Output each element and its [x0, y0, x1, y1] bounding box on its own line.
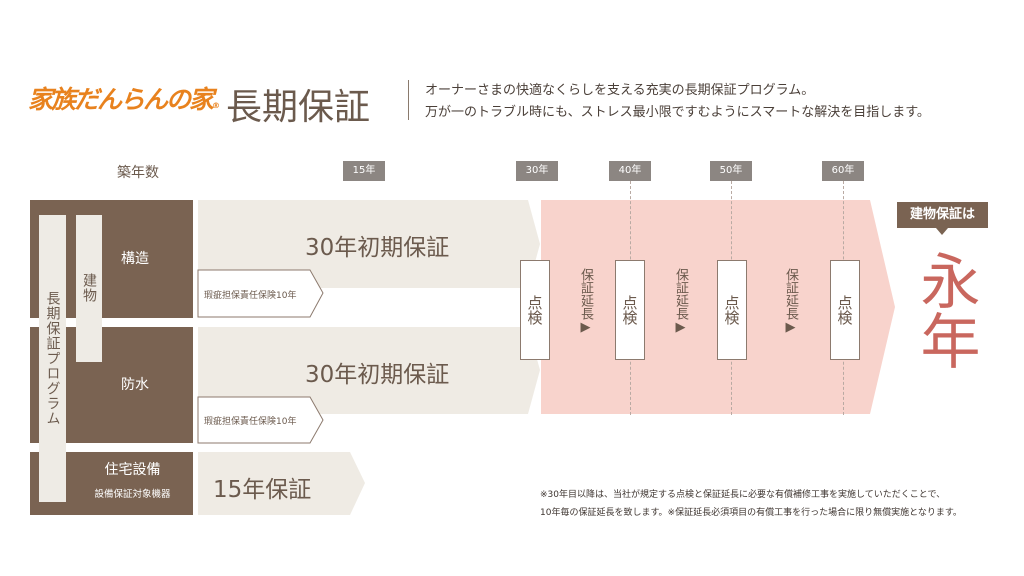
brand-name: 家族だんらんの家	[28, 85, 214, 114]
row3-arrow	[198, 452, 365, 515]
warranty-waterproof: 30年初期保証	[305, 362, 450, 388]
tick-60: 60年	[822, 161, 864, 181]
lead-line-1: オーナーさまの快適なくらしを支える充実の長期保証プログラム。	[425, 83, 815, 98]
insurance-label-2: 瑕疵担保責任保険10年	[204, 417, 297, 427]
category-waterproof: 防水	[121, 377, 149, 393]
extension-label: 保証延長▶	[673, 268, 688, 335]
inspection-box: 点検	[717, 260, 747, 360]
program-label: 長期保証プログラム	[39, 215, 66, 502]
page-title: 長期保証	[226, 87, 371, 128]
result-value: 永年	[910, 250, 980, 370]
footnote-line-2: 10年毎の保証延長を致します。※保証延長必須項目の有償工事を行った場合に限り無償…	[540, 508, 962, 518]
warranty-structure: 30年初期保証	[305, 235, 450, 261]
axis-label: 築年数	[117, 165, 159, 181]
tick-15: 15年	[343, 161, 385, 181]
warranty-equipment: 15年保証	[213, 477, 312, 503]
result-label: 建物保証は	[897, 202, 988, 228]
divider	[408, 80, 409, 120]
row1-arrow	[198, 200, 540, 288]
footnote-line-1: ※30年目以降は、当社が規定する点検と保証延長に必要な有償補修工事を実施していた…	[540, 490, 946, 500]
inspection-box: 点検	[830, 260, 860, 360]
tick-30: 30年	[516, 161, 558, 181]
row2-arrow	[198, 327, 540, 414]
extension-label: 保証延長▶	[783, 268, 798, 335]
insurance-arrow-2	[197, 396, 324, 444]
category-structure: 構造	[121, 251, 149, 267]
brand-mark: ®	[212, 101, 221, 110]
subcategory-equipment: 設備保証対象機器	[94, 489, 171, 500]
inspection-box: 点検	[615, 260, 645, 360]
category-equipment: 住宅設備	[104, 462, 161, 478]
building-label: 建物	[76, 215, 102, 362]
extension-label: 保証延長▶	[578, 268, 593, 335]
insurance-arrow-1	[197, 269, 324, 318]
tick-40: 40年	[609, 161, 651, 181]
pointer-icon	[936, 228, 948, 235]
tick-50: 50年	[710, 161, 752, 181]
brand-logo: 家族だんらんの家®	[28, 84, 220, 122]
lead-line-2: 万が一のトラブル時にも、ストレス最小限ですむようにスマートな解決を目指します。	[425, 105, 930, 120]
inspection-box: 点検	[520, 260, 550, 360]
insurance-label-1: 瑕疵担保責任保険10年	[204, 291, 297, 301]
